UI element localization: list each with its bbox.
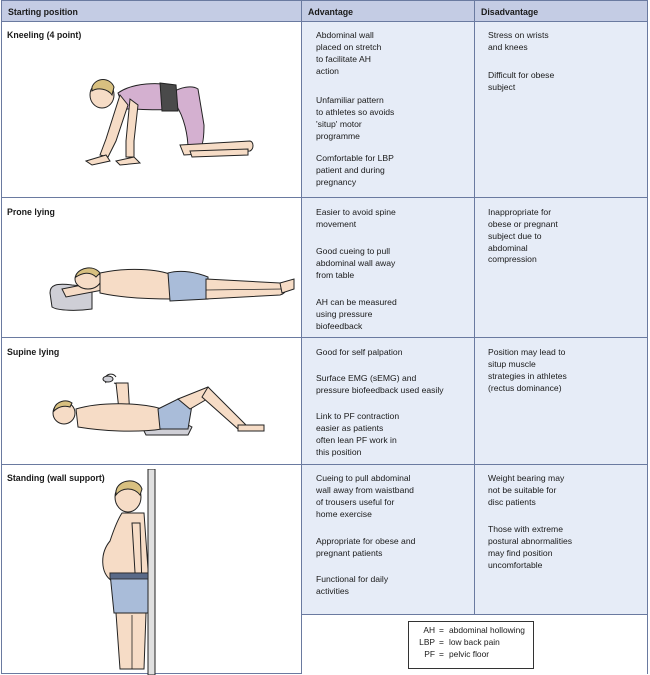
disadvantage-column-bg <box>475 22 647 614</box>
legend-equals: = <box>439 637 444 647</box>
legend-row: AH = abdominal hollowing <box>409 625 533 637</box>
row-divider <box>2 337 647 338</box>
legend-abbr: LBP <box>419 637 435 647</box>
legend-equals: = <box>439 649 444 659</box>
legend-definition: pelvic floor <box>449 649 490 659</box>
supine-advantage-3: Link to PF contraction easier as patient… <box>316 411 400 457</box>
header-label: Advantage <box>308 7 353 17</box>
kneeling-advantage-2: Unfamiliar pattern to athletes so avoids… <box>316 95 395 141</box>
position-supine: Supine lying <box>7 347 60 357</box>
legend-equals: = <box>439 625 444 635</box>
prone-advantage-1: Easier to avoid spine movement <box>316 207 396 229</box>
standing-disadvantage-1: Weight bearing may not be suitable for d… <box>488 473 565 507</box>
supine-advantage-1: Good for self palpation <box>316 347 403 357</box>
standing-figure-illustration <box>102 469 156 675</box>
position-kneeling: Kneeling (4 point) <box>7 30 82 40</box>
row-divider <box>2 197 647 198</box>
header-label: Disadvantage <box>481 7 539 17</box>
standing-disadvantage-2: Those with extreme postural abnormalitie… <box>488 524 573 570</box>
header-label: Starting position <box>8 7 78 17</box>
kneeling-disadvantage-1: Stress on wrists and knees <box>488 30 549 52</box>
abbreviation-legend: AH = abdominal hollowing LBP = low back … <box>408 621 534 669</box>
row-divider <box>2 464 647 465</box>
prone-advantage-2: Good cueing to pull abdominal wall away … <box>316 246 396 280</box>
header-disadvantage: Disadvantage <box>475 1 647 22</box>
legend-abbr: PF <box>424 649 435 659</box>
row-divider <box>302 614 647 615</box>
kneeling-advantage-1: Abdominal wall placed on stretch to faci… <box>316 30 382 76</box>
advantage-column-bg <box>302 22 474 674</box>
supine-figure-illustration <box>52 373 265 436</box>
prone-advantage-3: AH can be measured using pressure biofee… <box>316 297 397 331</box>
supine-advantage-2: Surface EMG (sEMG) and pressure biofeedb… <box>316 373 444 395</box>
header-advantage: Advantage <box>302 1 474 22</box>
kneeling-advantage-3: Comfortable for LBP patient and during p… <box>316 153 394 187</box>
standing-advantage-3: Functional for daily activities <box>316 574 389 596</box>
standing-advantage-2: Appropriate for obese and pregnant patie… <box>316 536 416 558</box>
standing-advantage-1: Cueing to pull abdominal wall away from … <box>316 473 414 519</box>
position-prone: Prone lying <box>7 207 55 217</box>
legend-abbr: AH <box>423 625 435 635</box>
column-divider <box>474 1 475 614</box>
kneeling-disadvantage-2: Difficult for obese subject <box>488 70 555 92</box>
kneeling-figure-illustration <box>84 79 254 166</box>
header-starting-position: Starting position <box>2 1 301 22</box>
position-standing: Standing (wall support) <box>7 473 105 483</box>
prone-disadvantage-1: Inappropriate for obese or pregnant subj… <box>488 207 558 265</box>
legend-definition: low back pain <box>449 637 500 647</box>
legend-definition: abdominal hollowing <box>449 625 525 635</box>
legend-row: LBP = low back pain <box>409 637 533 649</box>
supine-disadvantage-1: Position may lead to situp muscle strate… <box>488 347 567 393</box>
legend-row: PF = pelvic floor <box>409 649 533 661</box>
prone-figure-illustration <box>49 267 295 311</box>
